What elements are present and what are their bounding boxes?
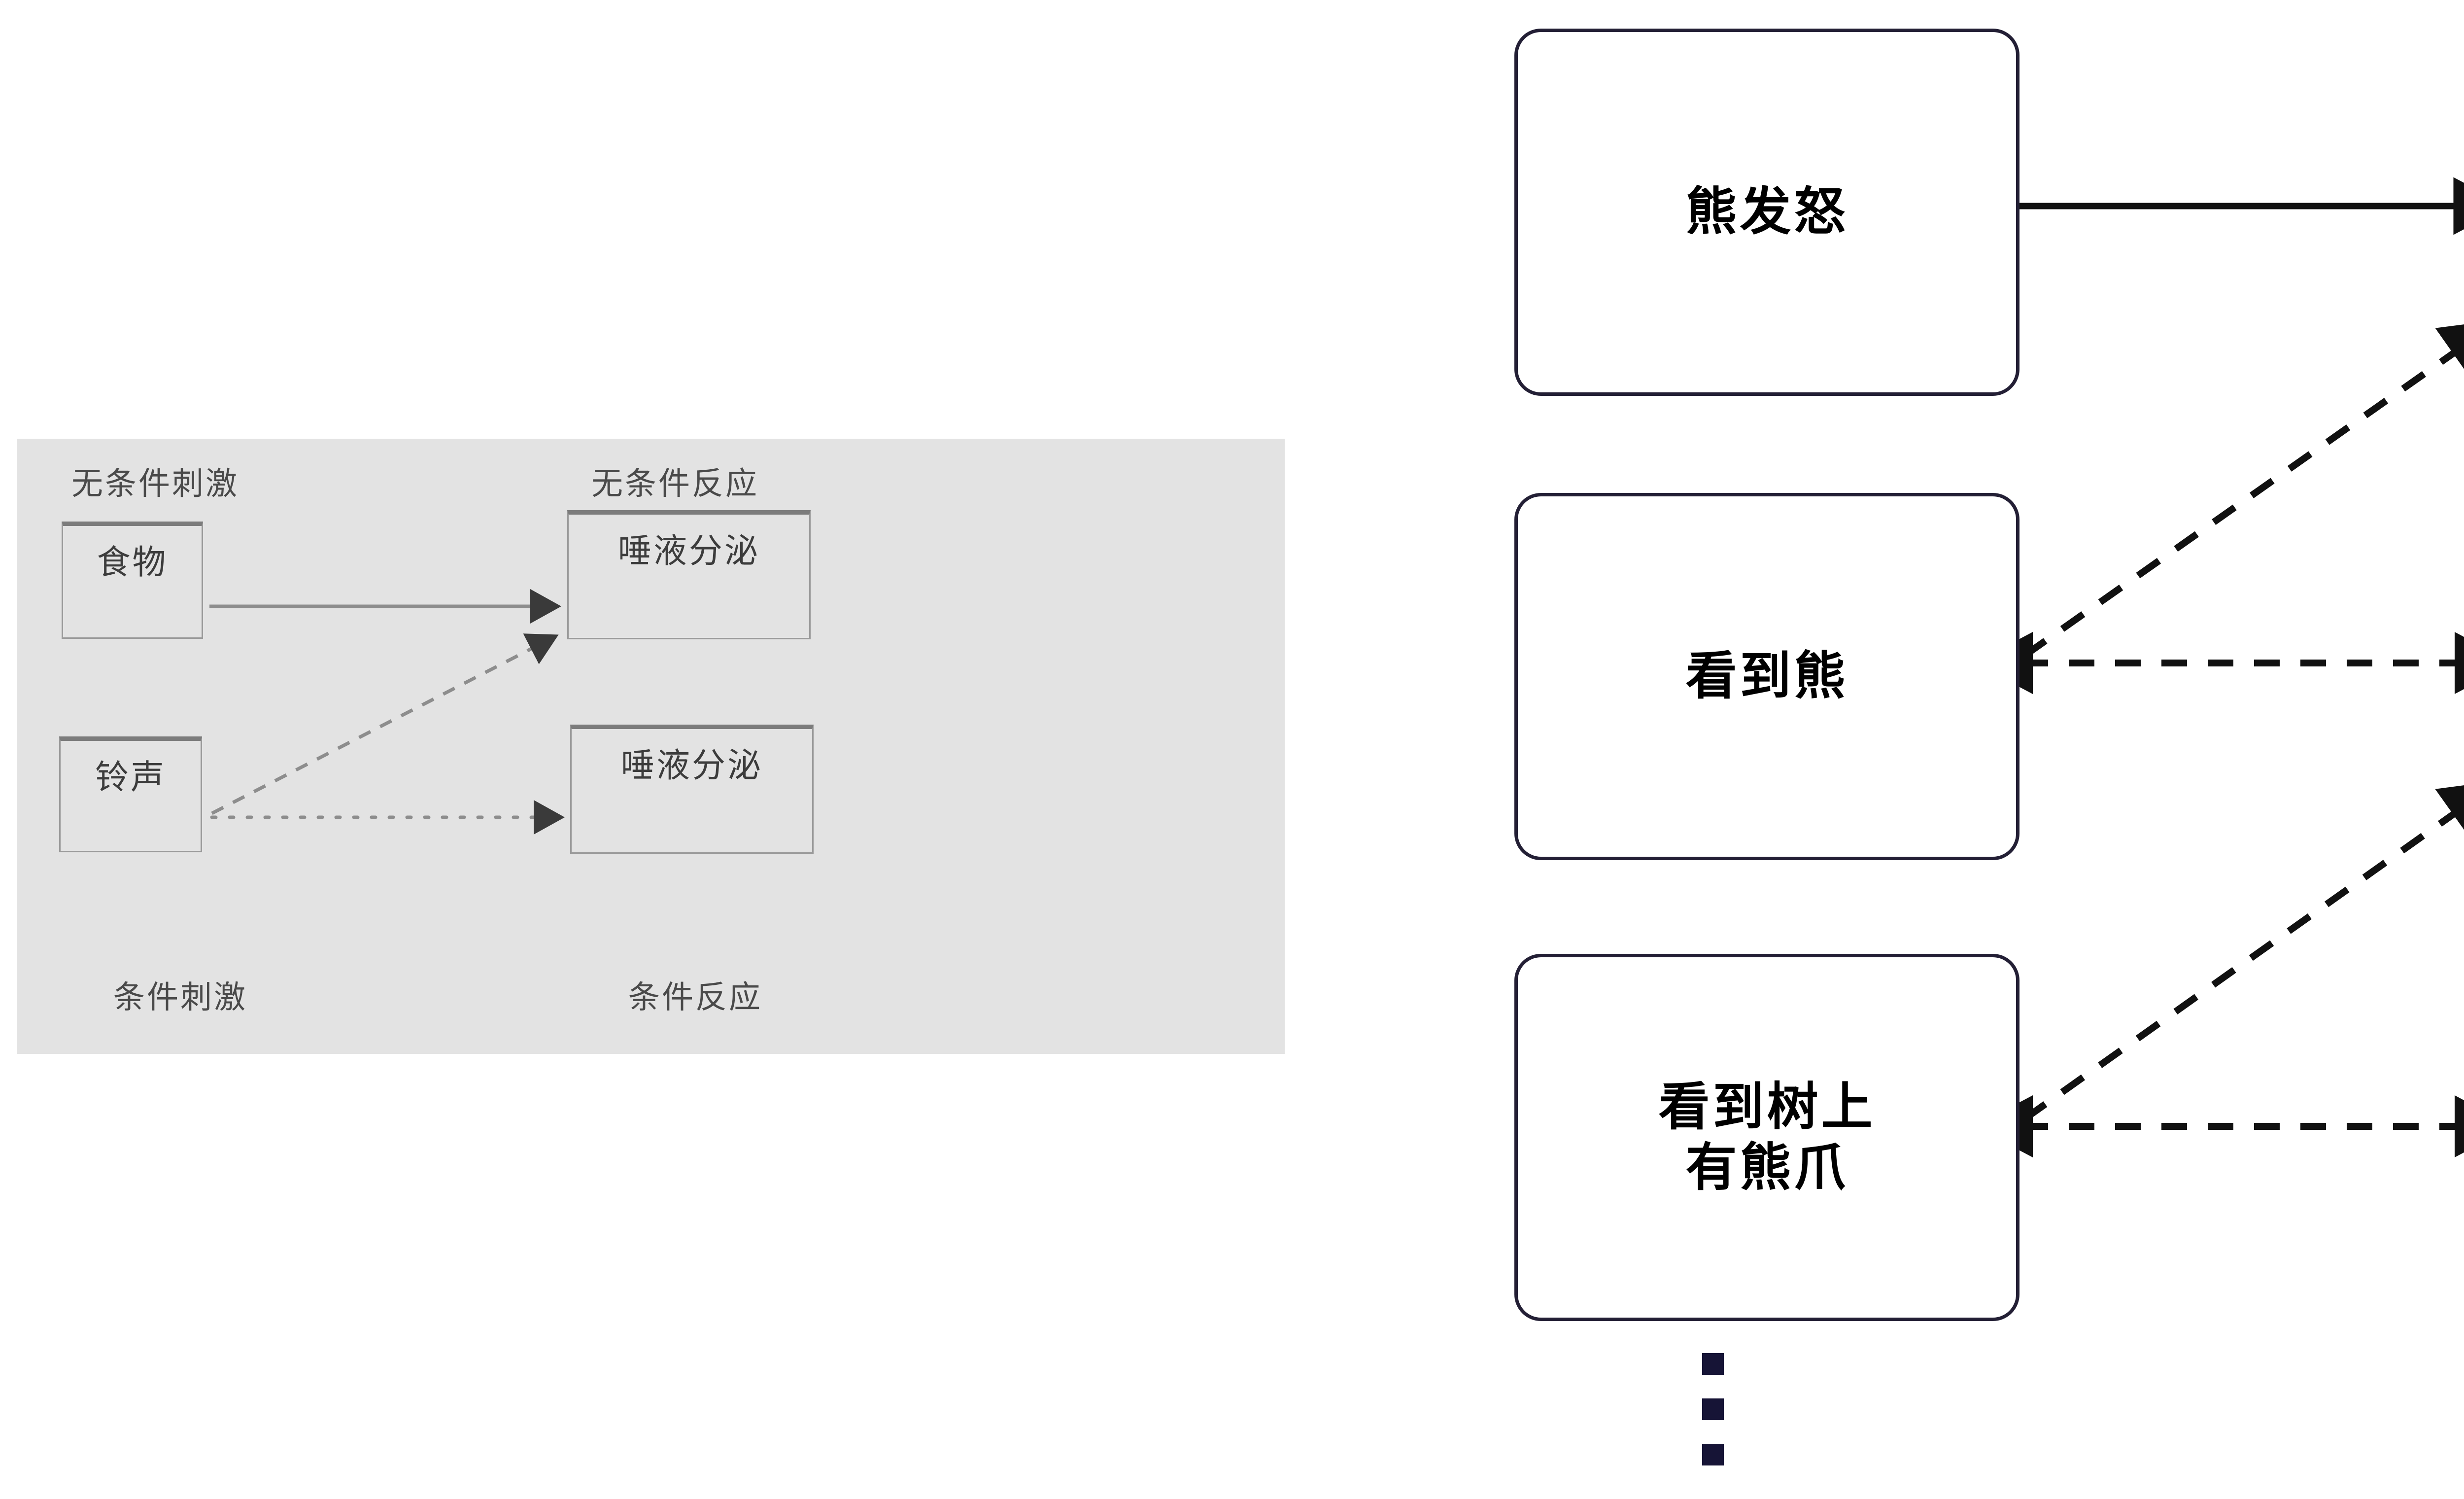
box-salivation-top: 唾液分泌 [567, 510, 811, 639]
ellipsis-dot [1702, 1398, 1724, 1420]
box-bear-angry-label: 熊发怒 [1685, 183, 1848, 241]
box-see-claw-on-tree: 看到树上 有熊爪 [1514, 954, 2019, 1321]
ellipsis-left-column [1702, 1353, 1724, 1465]
label-unconditioned-stimulus: 无条件刺激 [71, 466, 239, 501]
label-conditioned-stimulus: 条件刺激 [113, 979, 247, 1015]
box-see-bear: 看到熊 [1514, 493, 2019, 860]
arrow-claw-to-vsprime [2022, 780, 2464, 1122]
claw-line-1: 看到树上 [1658, 1078, 1876, 1136]
box-salivation-top-label: 唾液分泌 [617, 532, 760, 570]
box-see-claw-on-tree-label: 看到树上 有熊爪 [1658, 1077, 1875, 1198]
ellipsis-dot [1702, 1353, 1724, 1375]
box-bell: 铃声 [59, 736, 202, 852]
td-value-panel: 熊发怒 看到熊 看到树上 有熊爪 奖励 V(s′) V(s) [1478, 0, 2464, 1499]
box-see-bear-label: 看到熊 [1685, 648, 1848, 705]
label-unconditioned-response: 无条件反应 [591, 466, 759, 501]
label-conditioned-response: 条件反应 [628, 979, 762, 1015]
ellipsis-dot [1702, 1444, 1724, 1465]
arrow-seebear-to-reward [2022, 319, 2464, 659]
box-food: 食物 [62, 522, 203, 639]
claw-line-2: 有熊爪 [1685, 1139, 1848, 1196]
box-bear-angry: 熊发怒 [1514, 29, 2019, 396]
box-food-label: 食物 [97, 544, 168, 581]
box-salivation-bottom-label: 唾液分泌 [620, 747, 763, 784]
classical-conditioning-panel: 无条件刺激 无条件反应 条件刺激 条件反应 食物 铃声 唾液分泌 唾液分泌 [17, 439, 1285, 1054]
box-salivation-bottom: 唾液分泌 [570, 725, 814, 854]
pavlov-arrows-layer [209, 589, 565, 835]
box-bell-label: 铃声 [95, 759, 166, 796]
arrow-bell-to-salivation-top [211, 633, 559, 815]
